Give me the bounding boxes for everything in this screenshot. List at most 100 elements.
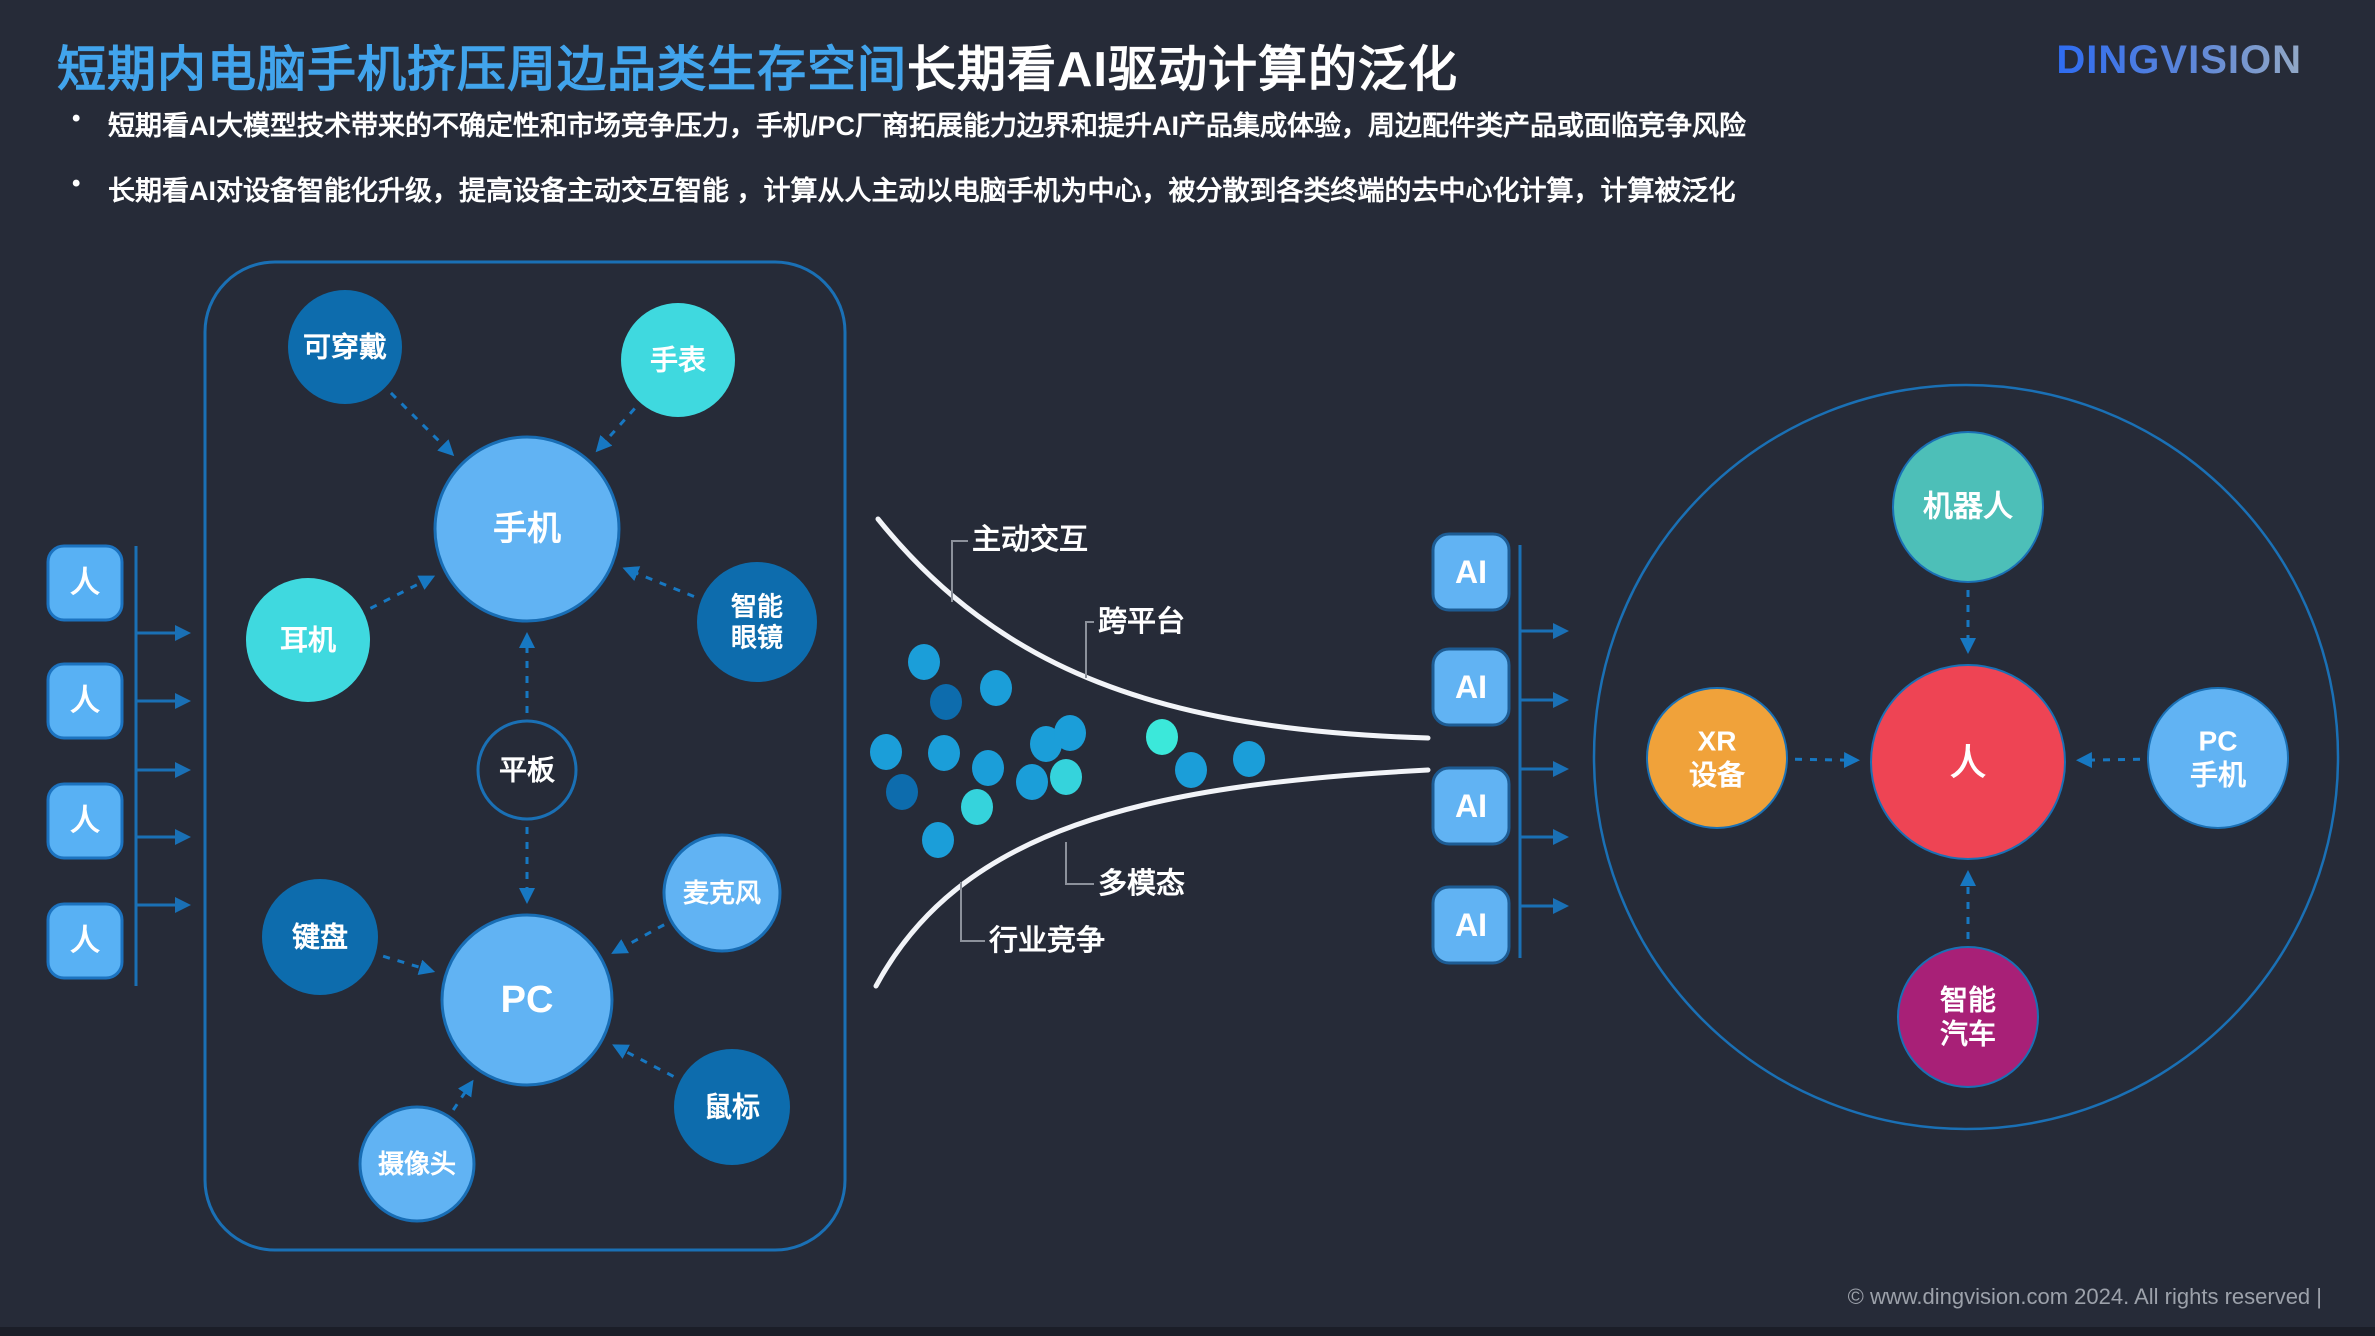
- bottom-bar: [0, 1327, 2375, 1336]
- funnel-bottom-curve: [873, 767, 1431, 989]
- person-box-label: 人: [70, 925, 100, 958]
- edge-camera-to-pc: [451, 1079, 474, 1111]
- funnel-dot-8: [1030, 726, 1062, 762]
- footer-copyright: © www.dingvision.com 2024. All rights re…: [1847, 1284, 2322, 1309]
- node-phone-label: 手机: [493, 510, 561, 548]
- ai-box-label: AI: [1455, 907, 1487, 943]
- ai-box-rect: [1431, 885, 1511, 965]
- title-part-plain: 长期看AI驱动计算的泛化: [907, 43, 1459, 97]
- node-camera-circle: [358, 1105, 476, 1223]
- person-box-1: 人: [46, 544, 124, 622]
- funnel-dot-1: [908, 644, 940, 680]
- node-pc: PC: [440, 913, 614, 1087]
- edge-keyboard-to-pc: [382, 954, 436, 976]
- node-mouse: 鼠标: [674, 1049, 790, 1165]
- funnel-dot-7: [886, 774, 918, 810]
- node-watch: 手表: [621, 303, 735, 417]
- funnel-dot-10: [961, 789, 993, 825]
- ai-box-1: AI: [1431, 532, 1511, 612]
- ai-box-rect: [1431, 647, 1511, 727]
- edge-watch-to-phone: [595, 407, 636, 453]
- funnel-dot-6: [972, 750, 1004, 786]
- node-camera-label: 摄像头: [378, 1149, 456, 1179]
- node-smart-car-circle: [1897, 946, 2039, 1088]
- node-robot-circle: [1892, 431, 2044, 583]
- ai-output-column: AI AI AI AI: [1431, 532, 1569, 965]
- node-microphone: 麦克风: [662, 833, 782, 953]
- node-watch-label: 手表: [650, 345, 706, 376]
- node-earphone-circle: [246, 578, 370, 702]
- node-person-circle: [1870, 664, 2066, 860]
- person-box-4: 人: [46, 902, 124, 980]
- node-earphone-label: 耳机: [280, 625, 336, 656]
- node-smart-glasses: 智能眼镜: [697, 562, 817, 682]
- node-camera: 摄像头: [358, 1105, 476, 1223]
- person-box-rect: [46, 662, 124, 740]
- active-interaction-connector: [951, 540, 968, 602]
- node-phone: 手机: [433, 435, 621, 623]
- node-smart-glasses-label: 智能眼镜: [731, 591, 783, 652]
- page-title: 短期内电脑手机挤压周边品类生存空间长期看AI驱动计算的泛化: [57, 30, 1458, 101]
- bullet-item-2: 长期看AI对设备智能化升级，提高设备主动交互智能 ，计算从人主动以电脑手机为中心…: [70, 169, 2220, 208]
- ai-box-label: AI: [1455, 669, 1487, 705]
- node-mouse-label: 鼠标: [704, 1092, 760, 1123]
- ai-box-rect: [1431, 532, 1511, 612]
- node-tablet: 平板: [476, 719, 578, 821]
- funnel-dot-2: [980, 670, 1012, 706]
- funnel-dot-15: [1175, 752, 1207, 788]
- edge-pc_phone-to-person: [2075, 752, 2141, 769]
- funnel-dot-13: [1050, 759, 1082, 795]
- industry-competition-connector: [960, 882, 985, 942]
- node-keyboard: 键盘: [262, 879, 378, 995]
- multimodal-connector: [1065, 842, 1094, 885]
- ai-box-label: AI: [1455, 554, 1487, 590]
- edge-microphone-to-pc: [611, 923, 665, 954]
- funnel-dot-5: [928, 735, 960, 771]
- funnel-dot-12: [1054, 715, 1086, 751]
- ai-box-label: AI: [1455, 788, 1487, 824]
- node-phone-circle: [433, 435, 621, 623]
- funnel-top-curve: [875, 516, 1431, 741]
- person-box-rect: [46, 782, 124, 860]
- node-robot: 机器人: [1892, 431, 2044, 583]
- node-smart-car-label: 智能汽车: [1940, 985, 1996, 1050]
- node-tablet-circle: [476, 719, 578, 821]
- funnel-dot-9: [1016, 764, 1048, 800]
- bullet-list: 短期看AI大模型技术带来的不确定性和市场竞争压力，手机/PC厂商拓展能力边界和提…: [70, 104, 2220, 234]
- node-keyboard-label: 键盘: [292, 921, 348, 953]
- node-keyboard-circle: [262, 879, 378, 995]
- node-person-label: 人: [1950, 742, 1986, 783]
- node-wearable-circle: [288, 290, 402, 404]
- ai-box-3: AI: [1431, 766, 1511, 846]
- funnel-dot-3: [930, 684, 962, 720]
- person-box-3: 人: [46, 782, 124, 860]
- left-panel-edges: [369, 391, 695, 1111]
- active-interaction-label: 主动交互: [972, 522, 1088, 556]
- funnel-dot-4: [870, 734, 902, 770]
- edge-smart_glasses-to-phone: [622, 566, 695, 598]
- node-pc-label: PC: [501, 979, 554, 1021]
- multimodal-label: 多模态: [1098, 867, 1185, 900]
- edge-mouse-to-pc: [612, 1044, 675, 1078]
- cross-platform-connector: [1085, 621, 1094, 678]
- node-robot-label: 机器人: [1923, 491, 2013, 524]
- person-box-label: 人: [70, 805, 100, 838]
- right-panel-edges: [1794, 590, 2141, 939]
- node-pc-phone-circle: [2147, 687, 2289, 829]
- ai-box-2: AI: [1431, 647, 1511, 727]
- node-smart-car: 智能汽车: [1897, 946, 2039, 1088]
- person-box-2: 人: [46, 662, 124, 740]
- bullet-text-1: 短期看AI大模型技术带来的不确定性和市场竞争压力，手机/PC厂商拓展能力边界和提…: [108, 111, 1747, 141]
- funnel-dot-14: [1146, 719, 1178, 755]
- edge-xr-to-person: [1794, 752, 1861, 769]
